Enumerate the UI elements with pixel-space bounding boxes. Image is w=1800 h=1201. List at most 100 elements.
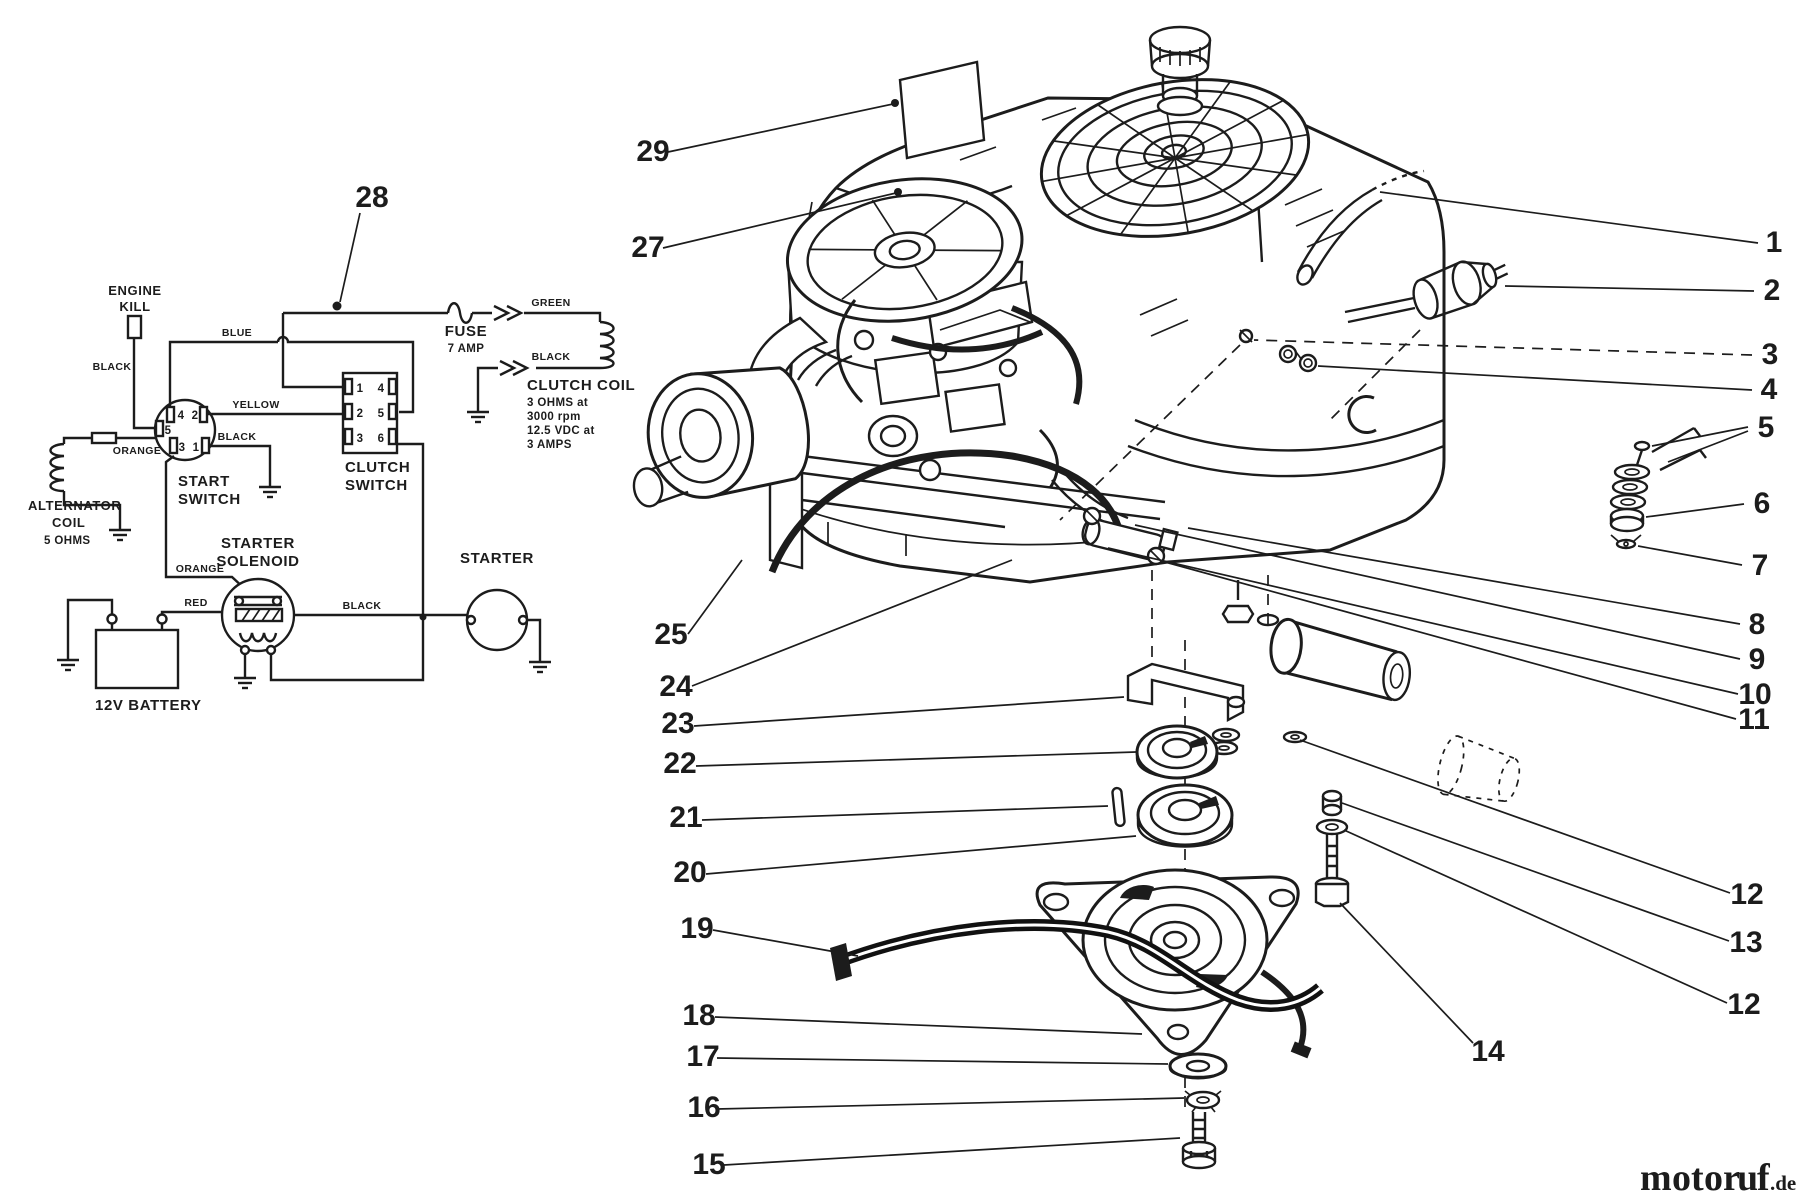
callout-4: 4 [1761, 373, 1778, 406]
wire-label-black-kill: BLACK [93, 361, 132, 373]
logo-letter-u: u [1737, 1157, 1758, 1199]
callout-24: 24 [659, 670, 693, 703]
red-wire [160, 610, 223, 614]
callout-numbers: 1 2 3 4 5 6 7 8 9 10 11 12 13 12 14 15 1… [355, 135, 1782, 1181]
black-wire-start [209, 444, 272, 477]
ground-symbol-alt [107, 518, 133, 542]
clutch-connector [1290, 1041, 1312, 1059]
nut [1609, 507, 1645, 533]
callout-18: 18 [682, 999, 715, 1032]
clutch-switch-pin-2: 2 [357, 408, 364, 420]
oil-drain-tube [1269, 617, 1412, 702]
clutch-switch-pin-5: 5 [378, 408, 385, 420]
clutch-switch-pin-1: 1 [357, 383, 364, 395]
carburetor-cluster [768, 299, 1126, 574]
callout-9: 9 [1749, 643, 1766, 676]
callout-8: 8 [1749, 608, 1766, 641]
logo-letter-m: m [1640, 1157, 1672, 1199]
exhaust-pipe [796, 348, 853, 387]
callout-23: 23 [661, 707, 694, 740]
callout-10: 10 [1738, 678, 1771, 711]
idler-bolt [1314, 834, 1350, 908]
clutch-switch-pin-3: 3 [357, 433, 364, 445]
wire-label-black-coil: BLACK [532, 351, 571, 363]
svg-text:12.5 VDC at: 12.5 VDC at [527, 425, 595, 437]
breather-hose [891, 329, 1044, 353]
svg-text:5 OHMS: 5 OHMS [44, 535, 91, 547]
callout-3: 3 [1762, 338, 1779, 371]
svg-text:3000 rpm: 3000 rpm [527, 411, 581, 423]
callout-1: 1 [1766, 226, 1783, 259]
callout-27: 27 [631, 231, 664, 264]
start-switch-pin-4: 4 [178, 410, 185, 422]
wiring-harness [768, 449, 1126, 574]
callout-5: 5 [1758, 411, 1775, 444]
callout-11: 11 [1738, 703, 1770, 736]
callout-12-duplicate: 12 [1727, 988, 1760, 1021]
plug-wire [836, 299, 864, 404]
callout-21: 21 [669, 801, 702, 834]
logo-letter-t: t [1691, 1157, 1704, 1199]
callout-28: 28 [355, 181, 388, 214]
wire-label-orange-sol: ORANGE [176, 563, 225, 575]
clutch-switch-pin-4: 4 [378, 383, 385, 395]
engine-kill-label: ENGINE [108, 283, 161, 298]
wire-label-green: GREEN [531, 297, 570, 309]
logo-letter-r: r [1723, 1157, 1740, 1199]
starter-solenoid-label: STARTER [221, 535, 295, 552]
blue-wire [168, 340, 278, 407]
ghost-roller [1437, 735, 1521, 803]
svg-text:COIL: COIL [52, 515, 85, 530]
fuel-pump [944, 383, 1006, 433]
callout-29: 29 [636, 135, 669, 168]
callout-14: 14 [1471, 1035, 1505, 1068]
base-bolt [1221, 580, 1280, 627]
washer-12b [1315, 818, 1349, 836]
wire-label-black-sol: BLACK [343, 600, 382, 612]
fuel-hose [1010, 305, 1083, 405]
callout-12: 12 [1730, 878, 1763, 911]
orange-wire-solenoid [164, 455, 247, 591]
pulley-lower [1136, 783, 1234, 848]
wire-label-black-start: BLACK [218, 431, 257, 443]
junction-dot-28 [332, 301, 342, 311]
ground-symbol-battery [55, 648, 81, 672]
logo-letter-o1: o [1672, 1157, 1691, 1199]
ground-symbol-starter [527, 650, 553, 674]
clutch-switch-return-wire [269, 442, 425, 682]
alternator-coil-label: ALTERNATOR [28, 498, 121, 513]
engine-kill-switch-symbol [126, 314, 143, 340]
svg-text:3 AMPS: 3 AMPS [527, 439, 572, 451]
fuse-label: FUSE [445, 323, 487, 340]
engine-exploded-view [632, 25, 1707, 1170]
arrow-connector-bottom [498, 359, 529, 377]
fuel-fitting [1238, 328, 1254, 344]
callout-19: 19 [680, 912, 713, 945]
engine-kill-wire [132, 338, 155, 430]
retaining-clip [1610, 534, 1642, 550]
callout-20: 20 [673, 856, 706, 889]
ground-symbol-start [257, 475, 283, 499]
wire-label-yellow: YELLOW [232, 399, 279, 411]
vent-slashes [959, 107, 1345, 337]
ground-symbol-solenoid [232, 666, 258, 690]
logo-letter-o2: o [1704, 1157, 1723, 1199]
start-switch-pin-5: 5 [165, 425, 172, 437]
wire-label-red: RED [184, 597, 207, 609]
crankcase-band [1127, 418, 1445, 478]
fuel-valve-assembly [1051, 469, 1179, 566]
callout-25: 25 [654, 618, 687, 651]
alternator-coil-symbol [49, 442, 65, 493]
callout-16: 16 [687, 1091, 720, 1124]
callout-2: 2 [1764, 274, 1781, 307]
starter-label: STARTER [460, 550, 534, 567]
hardware-stack [1609, 426, 1707, 550]
callout-13: 13 [1729, 926, 1762, 959]
wire-label-blue: BLUE [222, 327, 252, 339]
clutch-coil-symbol [599, 320, 615, 370]
callout-22: 22 [663, 747, 696, 780]
idler-bracket [1126, 662, 1246, 722]
bolt-15 [1181, 1112, 1217, 1170]
spacer-13 [1321, 789, 1343, 817]
